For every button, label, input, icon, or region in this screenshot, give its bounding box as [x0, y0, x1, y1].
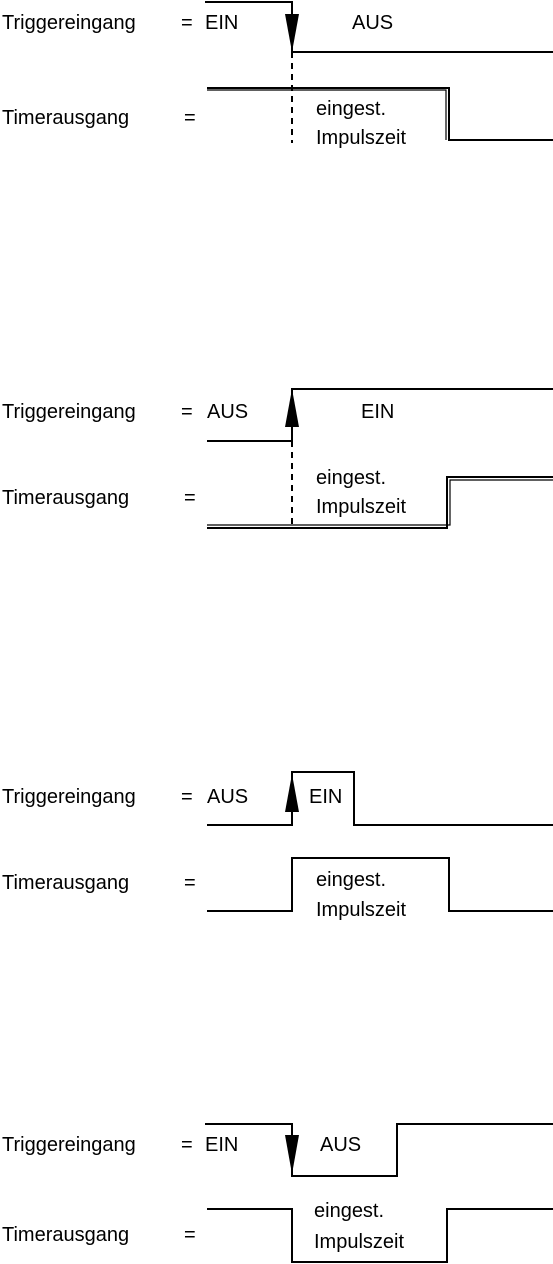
falling-edge-arrow	[285, 1135, 299, 1174]
timing-diagram-2: Triggereingang = AUS EIN Timerausgang = …	[2, 388, 553, 529]
timer-output-label: Timerausgang	[2, 872, 129, 894]
pulse-time-label-line1: eingest.	[316, 467, 386, 489]
rising-edge-arrow	[285, 389, 299, 427]
trigger-state-before: AUS	[207, 401, 248, 423]
timer-output-waveform-shadow	[207, 479, 553, 526]
trigger-input-label: Triggereingang	[2, 12, 136, 34]
timer-output-label: Timerausgang	[2, 107, 129, 129]
timer-output-waveform	[207, 476, 553, 529]
timer-output-waveform	[207, 1208, 553, 1263]
trigger-state-after: AUS	[352, 12, 393, 34]
timer-output-label: Timerausgang	[2, 1224, 129, 1246]
timer-output-waveform-shadow	[207, 89, 447, 140]
pulse-time-label-line2: Impulszeit	[316, 899, 406, 921]
pulse-time-label-line2: Impulszeit	[316, 496, 406, 518]
timer-output-label: Timerausgang	[2, 487, 129, 509]
timing-diagram-4: Triggereingang = EIN AUS Timerausgang = …	[2, 1123, 553, 1263]
pulse-time-label-line1: eingest.	[316, 98, 386, 120]
trigger-state-after: EIN	[309, 786, 342, 808]
timer-output-equals: =	[184, 487, 196, 509]
trigger-state-before: AUS	[207, 786, 248, 808]
trigger-state-before: EIN	[205, 12, 238, 34]
trigger-equals: =	[181, 12, 193, 34]
pulse-time-label-line1: eingest.	[314, 1200, 384, 1222]
pulse-time-label-line2: Impulszeit	[314, 1231, 404, 1253]
timer-output-equals: =	[184, 107, 196, 129]
trigger-input-label: Triggereingang	[2, 786, 136, 808]
trigger-waveform	[207, 771, 553, 826]
trigger-waveform	[205, 1123, 553, 1177]
timer-output-waveform	[207, 857, 553, 912]
timing-diagram-3: Triggereingang = AUS EIN Timerausgang = …	[2, 771, 553, 921]
trigger-equals: =	[181, 1134, 193, 1156]
trigger-equals: =	[181, 786, 193, 808]
trigger-state-before: EIN	[205, 1134, 238, 1156]
timer-output-equals: =	[184, 872, 196, 894]
trigger-state-after: EIN	[361, 401, 394, 423]
trigger-equals: =	[181, 401, 193, 423]
trigger-input-label: Triggereingang	[2, 1134, 136, 1156]
pulse-time-label-line2: Impulszeit	[316, 127, 406, 149]
rising-edge-arrow	[285, 774, 299, 812]
timer-output-waveform	[207, 87, 553, 141]
trigger-state-after: AUS	[320, 1134, 361, 1156]
pulse-time-label-line1: eingest.	[316, 869, 386, 891]
falling-edge-arrow	[285, 14, 299, 52]
timing-diagram-1: Triggereingang = EIN AUS Timerausgang = …	[2, 1, 553, 149]
trigger-input-label: Triggereingang	[2, 401, 136, 423]
timer-output-equals: =	[184, 1224, 196, 1246]
